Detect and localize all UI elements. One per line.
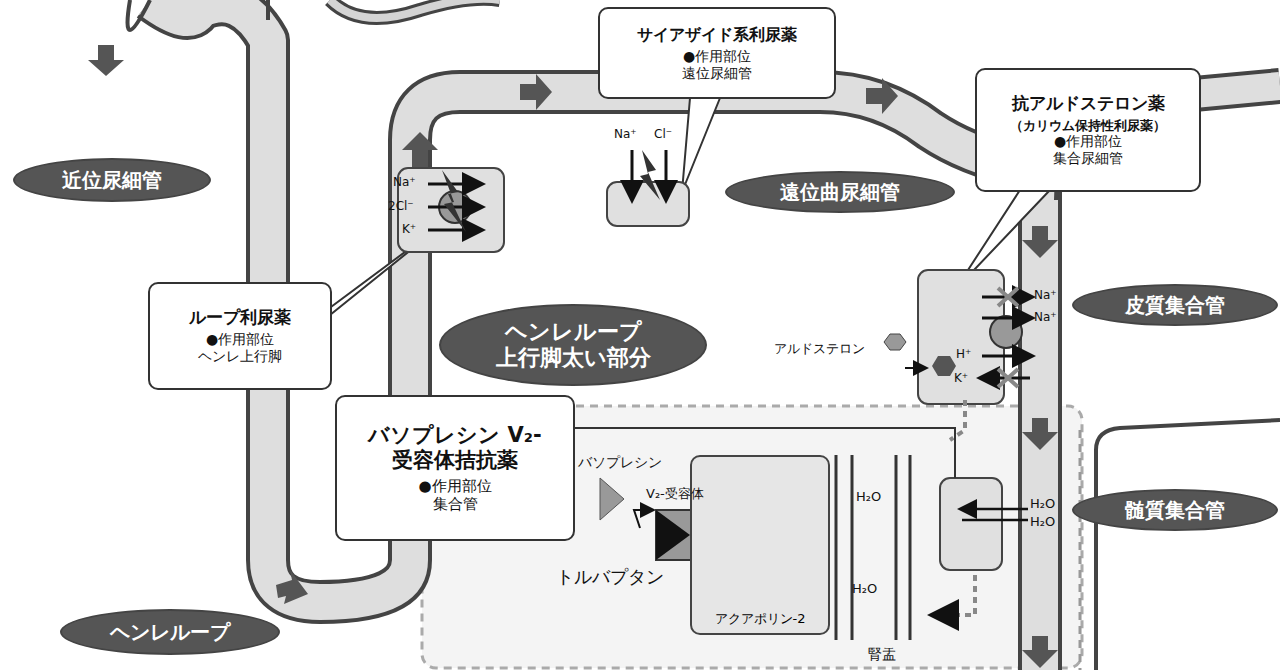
node-title: アクアポリン-2	[715, 611, 806, 627]
ion-label: Na⁺	[614, 128, 637, 141]
region-oval: 遠位曲尿細管	[725, 171, 955, 213]
water-label: H₂O	[1030, 497, 1055, 511]
region-oval: 髄質集合管	[1072, 489, 1278, 531]
node-text: ●作用部位	[206, 331, 274, 348]
water-label: H₂O	[856, 490, 881, 504]
drug-label: トルバプタン	[556, 567, 664, 587]
node-text: 集合尿細管	[1053, 150, 1123, 167]
node-title: ヘンレループ	[110, 620, 230, 644]
pelvis-label: 腎盂	[868, 647, 896, 662]
node-title: 近位尿細管	[62, 168, 162, 192]
node-text: ●作用部位	[1054, 133, 1122, 150]
ion-label: Cl⁻	[654, 128, 672, 141]
ion-label: K⁺	[402, 223, 416, 236]
ion-label: K⁺	[954, 372, 968, 385]
ion-label: Na⁺	[393, 176, 416, 189]
cell-box: アクアポリン-2	[690, 455, 830, 635]
ion-label: Na⁺	[1034, 311, 1057, 324]
node-title: ヘンレループ 上行脚太い部分	[473, 319, 673, 372]
ion-label: Na⁺	[1034, 289, 1057, 302]
water-label: H₂O	[1030, 515, 1055, 529]
node-text: 集合管	[433, 495, 478, 513]
node-title: 髄質集合管	[1125, 498, 1225, 522]
node-text: ●作用部位	[418, 477, 491, 495]
hormone-label: バソプレシン	[578, 455, 662, 470]
callout-box: 抗アルドステロン薬 （カリウム保持性利尿薬）●作用部位集合尿細管	[975, 68, 1201, 192]
ion-label: H⁺	[956, 348, 971, 361]
region-oval: ヘンレループ 上行脚太い部分	[439, 304, 707, 386]
node-title: サイアザイド系利尿薬	[637, 25, 797, 44]
node-title: 皮質集合管	[1125, 293, 1225, 317]
node-title: 抗アルドステロン薬	[1012, 93, 1165, 113]
region-oval: 近位尿細管	[13, 158, 211, 202]
region-oval: 皮質集合管	[1072, 284, 1278, 326]
region-oval: ヘンレループ	[60, 609, 280, 655]
callout-box: ループ利尿薬 ●作用部位ヘンレ上行脚	[148, 282, 332, 390]
hormone-label: アルドステロン	[774, 342, 865, 356]
callout-box: サイアザイド系利尿薬 ●作用部位遠位尿細管	[598, 7, 836, 99]
node-text: ヘンレ上行脚	[198, 348, 282, 365]
receptor-label: V₂-受容体	[646, 487, 704, 501]
callout-box: バソプレシン V₂-受容体拮抗薬 ●作用部位集合管	[335, 395, 575, 541]
node-text: 遠位尿細管	[682, 65, 752, 82]
node-title: ループ利尿薬	[189, 307, 291, 327]
node-title: バソプレシン V₂-受容体拮抗薬	[350, 423, 560, 473]
node-title: 遠位曲尿細管	[780, 180, 900, 204]
node-text: ●作用部位	[683, 48, 751, 65]
ion-label: 2Cl⁻	[388, 200, 414, 213]
node-text: （カリウム保持性利尿薬）	[1010, 118, 1166, 134]
water-label: H₂O	[852, 582, 877, 596]
